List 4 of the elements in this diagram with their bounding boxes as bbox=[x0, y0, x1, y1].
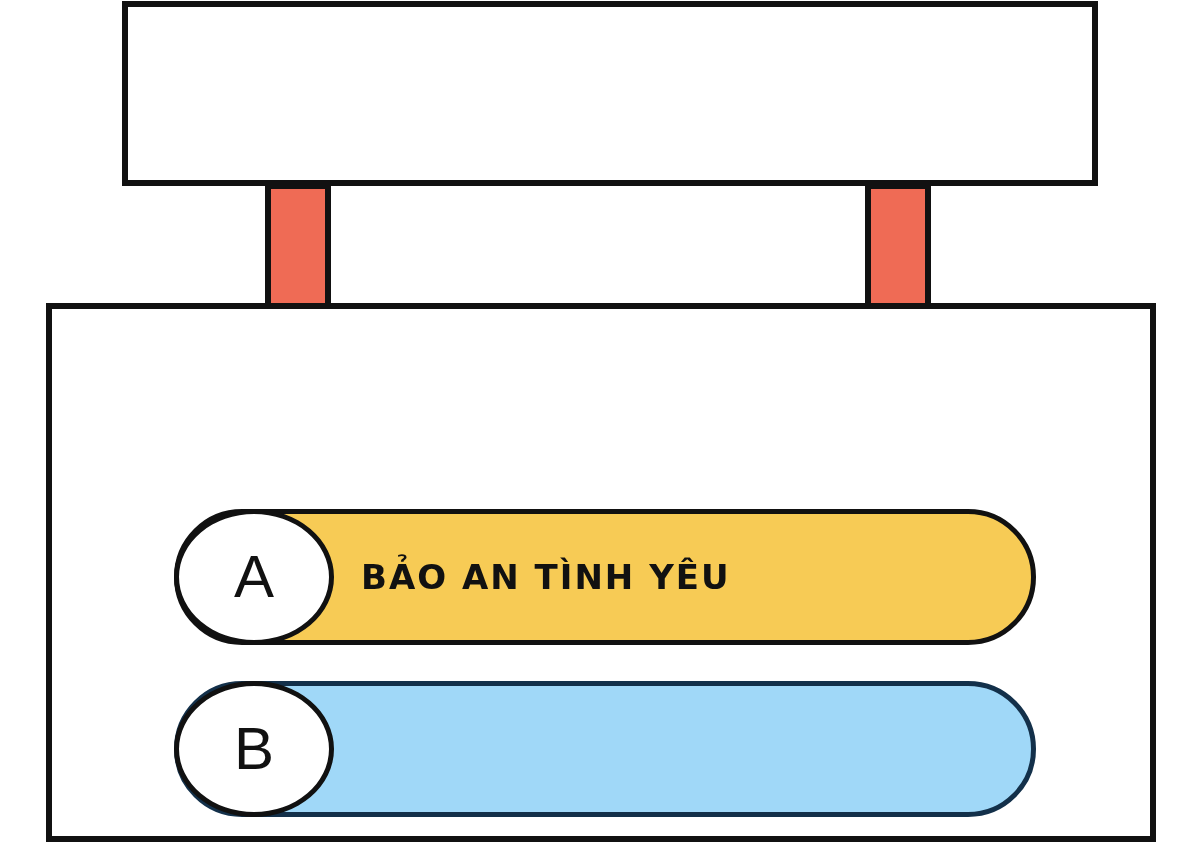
sign-board bbox=[122, 1, 1098, 186]
sign-board bbox=[46, 303, 1156, 842]
option-letter-text: A bbox=[234, 547, 274, 607]
option-letter-text: B bbox=[234, 719, 274, 779]
